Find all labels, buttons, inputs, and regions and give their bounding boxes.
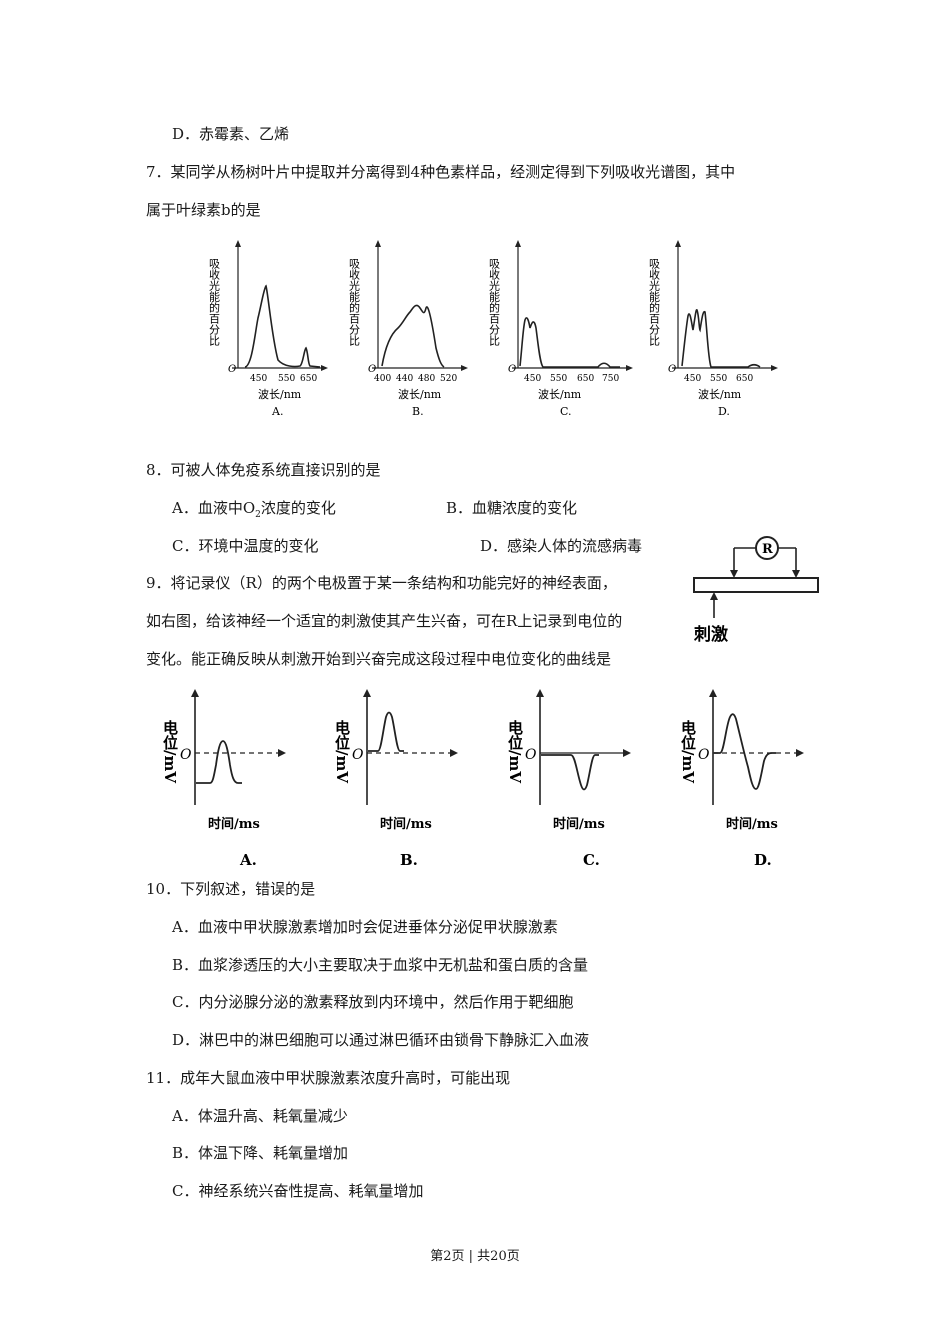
svg-text:650: 650	[300, 374, 317, 384]
svg-text:波长/nm: 波长/nm	[258, 388, 302, 401]
svg-text:R: R	[762, 542, 773, 557]
svg-text:400: 400	[374, 374, 391, 384]
svg-text:550: 550	[278, 374, 295, 384]
svg-text:O: O	[525, 747, 537, 763]
q10-option-a: A．血液中甲状腺激素增加时会促进垂体分泌促甲状腺激素	[172, 918, 558, 936]
q11-option-a: A．体温升高、耗氧量减少	[172, 1107, 348, 1125]
q10-option-b: B．血浆渗透压的大小主要取决于血浆中无机盐和蛋白质的含量	[172, 956, 589, 974]
svg-text:O: O	[180, 747, 192, 763]
svg-text:时间/ms: 时间/ms	[380, 816, 432, 832]
q9-line3: 变化。能正确反映从刺激开始到兴奋完成这段过程中电位变化的曲线是	[146, 650, 612, 668]
q7-chart-b-ylabel: 吸收光能的百分比	[348, 258, 361, 346]
svg-text:刺激: 刺激	[694, 624, 728, 645]
svg-text:时间/ms: 时间/ms	[553, 816, 605, 832]
svg-text:时间/ms: 时间/ms	[208, 816, 260, 832]
svg-text:吸收光能的百分比: 吸收光能的百分比	[488, 258, 501, 346]
q11-option-c: C．神经系统兴奋性提高、耗氧量增加	[172, 1182, 424, 1200]
svg-text:B.: B.	[412, 405, 424, 418]
q10-option-c: C．内分泌腺分泌的激素释放到内环境中，然后作用于靶细胞	[172, 993, 574, 1011]
svg-text:A.: A.	[239, 851, 257, 869]
svg-text:450: 450	[524, 374, 541, 384]
svg-text:电位/mV: 电位/mV	[679, 719, 697, 783]
q8-option-a: A．血液中O2浓度的变化	[172, 499, 336, 520]
svg-text:电位/mV: 电位/mV	[506, 719, 524, 783]
svg-text:波长/nm: 波长/nm	[538, 388, 582, 401]
q9-potential-curves: 电位/mV O 时间/ms A. 电位/mV O 时间/ms B. 电位/mV …	[161, 689, 804, 869]
svg-text:时间/ms: 时间/ms	[726, 816, 778, 832]
q8-option-d: D．感染人体的流感病毒	[480, 537, 643, 555]
q9-chart-b: 电位/mV O 时间/ms B.	[333, 689, 458, 869]
svg-text:O: O	[668, 364, 676, 375]
svg-text:480: 480	[418, 374, 435, 384]
q6-option-d: D．赤霉素、乙烯	[172, 125, 290, 143]
q8-option-c: C．环境中温度的变化	[172, 537, 319, 555]
q7-chart-a-origin: O	[228, 364, 236, 375]
svg-text:550: 550	[710, 374, 727, 384]
q8-stem: 8．可被人体免疫系统直接识别的是	[146, 461, 381, 479]
q7-chart-d: 吸收光能的百分比 O 450 550 650 波长/nm D.	[648, 240, 778, 418]
svg-text:440: 440	[396, 374, 413, 384]
svg-text:O: O	[352, 747, 364, 763]
q7-chart-b: 吸收光能的百分比 O 400 440 480 520 波长/nm B.	[348, 240, 468, 418]
svg-text:O: O	[698, 747, 710, 763]
q10-stem: 10．下列叙述，错误的是	[146, 880, 316, 898]
svg-text:550: 550	[550, 374, 567, 384]
q9-line1: 9．将记录仪（R）的两个电极置于某一条结构和功能完好的神经表面，	[146, 574, 617, 592]
q11-option-b: B．体温下降、耗氧量增加	[172, 1144, 349, 1162]
q9-chart-c: 电位/mV O 时间/ms C.	[506, 689, 631, 869]
svg-text:750: 750	[602, 374, 619, 384]
q8-option-b: B．血糖浓度的变化	[446, 499, 578, 517]
svg-text:D.: D.	[754, 851, 772, 869]
svg-text:D.: D.	[718, 405, 730, 418]
q9-nerve-diagram: R 刺激	[693, 536, 819, 645]
svg-text:650: 650	[577, 374, 594, 384]
q7-stem-line1: 7．某同学从杨树叶片中提取并分离得到4种色素样品，经测定得到下列吸收光谱图，其中	[146, 163, 736, 181]
svg-text:C.: C.	[583, 851, 600, 869]
page-footer: 第2页 | 共20页	[430, 1249, 520, 1264]
svg-text:波长/nm: 波长/nm	[398, 388, 442, 401]
svg-text:电位/mV: 电位/mV	[161, 719, 179, 783]
svg-text:吸收光能的百分比: 吸收光能的百分比	[648, 258, 661, 346]
q11-stem: 11．成年大鼠血液中甲状腺激素浓度升高时，可能出现	[146, 1069, 511, 1087]
q9-chart-a: 电位/mV O 时间/ms A.	[161, 689, 286, 869]
q10-option-d: D．淋巴中的淋巴细胞可以通过淋巴循环由锁骨下静脉汇入血液	[172, 1031, 590, 1049]
q7-stem-line2: 属于叶绿素b的是	[146, 201, 261, 219]
svg-text:C.: C.	[560, 405, 572, 418]
svg-text:电位/mV: 电位/mV	[333, 719, 351, 783]
svg-text:O: O	[508, 364, 516, 375]
q7-absorption-spectra: 吸收光能的百分比 O 450 550 650 波长/nm A. 吸收光能的百分比…	[208, 240, 778, 418]
svg-text:B.: B.	[400, 851, 418, 869]
q7-chart-c: 吸收光能的百分比 O 450 550 650 750 波长/nm C.	[488, 240, 633, 418]
q9-line2: 如右图，给该神经一个适宜的刺激使其产生兴奋，可在R上记录到电位的	[146, 612, 623, 630]
svg-text:650: 650	[736, 374, 753, 384]
svg-text:波长/nm: 波长/nm	[698, 388, 742, 401]
svg-text:O: O	[368, 364, 376, 375]
q9-chart-d: 电位/mV O 时间/ms D.	[679, 689, 804, 869]
q7-chart-a: 吸收光能的百分比 O 450 550 650 波长/nm A.	[208, 240, 328, 418]
svg-text:A.: A.	[271, 405, 283, 418]
svg-text:450: 450	[684, 374, 701, 384]
svg-text:450: 450	[250, 374, 267, 384]
svg-text:520: 520	[440, 374, 457, 384]
q7-chart-a-ylabel: 吸收光能的百分比	[208, 258, 221, 346]
